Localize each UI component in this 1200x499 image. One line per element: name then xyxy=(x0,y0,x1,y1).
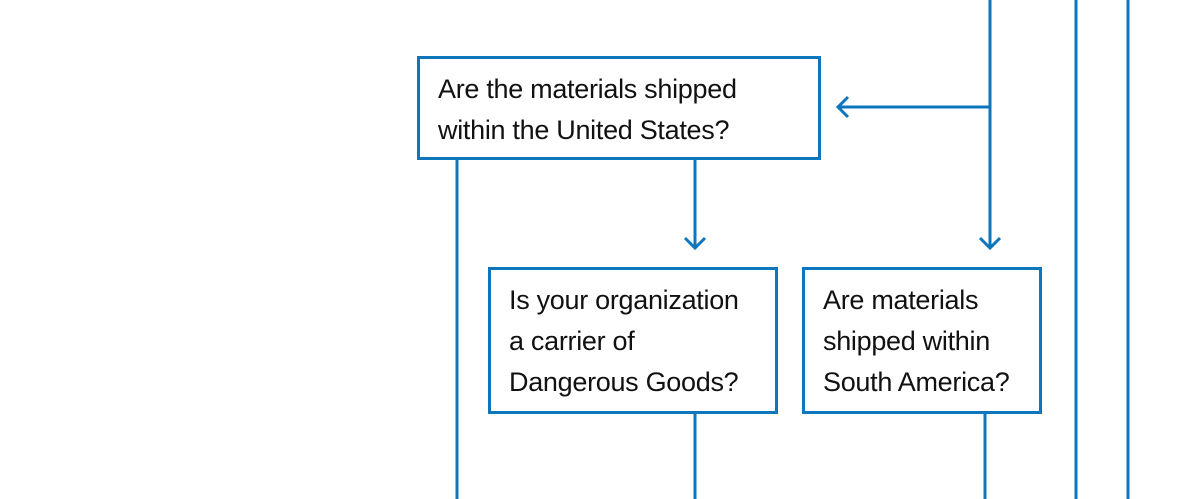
arrowhead-left xyxy=(835,95,850,119)
question-text-line: South America? xyxy=(823,367,1010,397)
question-text-line: within the United States? xyxy=(438,115,730,145)
question-text-line: Dangerous Goods? xyxy=(509,367,739,397)
question-shipped-within-south-america: Are materials shipped within South Ameri… xyxy=(802,267,1042,414)
arrowhead-down xyxy=(978,236,1002,251)
question-text-line: Is your organization xyxy=(509,285,739,315)
question-carrier-dangerous-goods: Is your organization a carrier of Danger… xyxy=(488,267,778,414)
arrowhead-down xyxy=(683,236,707,251)
question-text-line: Are materials xyxy=(823,285,979,315)
question-shipped-within-us: Are the materials shipped within the Uni… xyxy=(417,56,821,160)
question-text-line: shipped within xyxy=(823,326,990,356)
question-text-line: a carrier of xyxy=(509,326,635,356)
question-text-line: Are the materials shipped xyxy=(438,74,737,104)
